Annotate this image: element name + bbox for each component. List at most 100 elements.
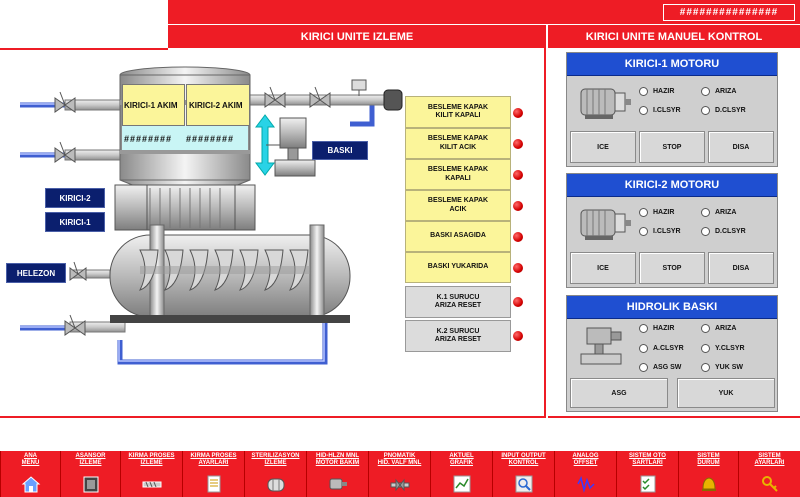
home-icon [21,476,40,493]
radio-icon [701,87,710,96]
radio-icon [701,363,710,372]
status-besleme-kapak-kapali: BESLEME KAPAK KAPALI [405,159,511,190]
hazir-label: HAZIR [653,209,675,216]
status-lamp [513,263,523,273]
hazir-label: HAZIR [653,88,675,95]
hazir-label: HAZIR [653,325,675,332]
ice-button[interactable]: ICE [570,131,636,163]
nav-input-output-kontrol[interactable]: INPUT OUTPUT KONTROL [492,451,554,497]
iclsyr-indicator: I.CLSYR [639,227,681,236]
ariza-label: ARIZA [715,209,737,216]
akim-value-1: ######## [124,134,173,144]
nav-aktuel-grafik[interactable]: AKTUEL GRAFIK [430,451,492,497]
nav-label: SISTEM OTO SARTLARI [629,453,666,466]
radio-icon [639,227,648,236]
nav-analog-offset[interactable]: ANALOG OFFSET [554,451,616,497]
asg-button[interactable]: ASG [570,378,668,408]
left-bottom-divider [0,416,546,418]
nav-label: ASANSOR IZLEME [75,453,106,466]
ariza-indicator: ARIZA [701,208,736,217]
panel-title: HIDROLIK BASKI [567,296,777,319]
valve-icon [54,86,331,336]
nav-label: HID-HLZN MNL MOTOR BAKIM [315,453,360,466]
stop-button[interactable]: STOP [639,131,705,163]
status-besleme-kapak-acik: BESLEME KAPAK ACIK [405,190,511,221]
iclsyr-label: I.CLSYR [653,228,681,235]
status-lamp [513,201,523,211]
motor-icon [329,478,347,490]
key-icon [761,476,778,492]
akim-display-1 [122,84,185,126]
nav-label: ANA MENU [21,453,40,466]
dclsyr-label: D.CLSYR [715,107,746,114]
ariza-indicator: ARIZA [701,324,736,333]
ariza-label: ARIZA [715,88,737,95]
search-icon [515,475,532,493]
asgsw-indicator: ASG SW [639,363,681,372]
dclsyr-indicator: D.CLSYR [701,106,746,115]
nav-label: INPUT OUTPUT KONTROL [501,453,546,466]
nav-sterilizasyon-izleme[interactable]: STERILIZASYON IZLEME [244,451,306,497]
bell-icon [701,477,716,491]
radio-icon [701,106,710,115]
iclsyr-indicator: I.CLSYR [639,106,681,115]
nav-kirma-proses-izleme[interactable]: KIRMA PROSES IZLEME [120,451,182,497]
nav-sistem-durum[interactable]: SISTEM DURUM [678,451,738,497]
manual-control-title: KIRICI UNITE MANUEL KONTROL [548,25,800,48]
nav-sistem-oto-sartlari[interactable]: SISTEM OTO SARTLARI [616,451,678,497]
disa-button[interactable]: DISA [708,131,774,163]
nav-sistem-ayarlari[interactable]: SISTEM AYARLARI [738,451,800,497]
radio-icon [701,324,710,333]
status-lamp [513,108,523,118]
akim-value-2: ######## [186,134,235,144]
hazir-indicator: HAZIR [639,324,674,333]
akim-label-1: KIRICI-1 AKIM [124,101,178,110]
panel-hidrolik-baski: HIDROLIK BASKI HAZIR ARIZA A.CLSYR Y.CLS… [566,295,778,412]
yuk-button[interactable]: YUK [677,378,775,408]
nav-label: ANALOG OFFSET [572,453,599,466]
nav-kirma-proses-ayarlari[interactable]: KIRMA PROSES AYARLARI [182,451,244,497]
yclsyr-label: Y.CLSYR [715,345,745,352]
page-title: KIRICI UNITE IZLEME [168,25,546,48]
aclsyr-indicator: A.CLSYR [639,344,684,353]
status-besleme-kilit-kapali: BESLEME KAPAK KILIT KAPALI [405,96,511,128]
panel-kirici2-motor: KIRICI-2 MOTORU HAZIR ARIZA I.CLSYR D.CL… [566,173,778,288]
panel-title: KIRICI-2 MOTORU [567,174,777,197]
panel-kirici1-motor: KIRICI-1 MOTORU HAZIR ARIZA I.CLSYR D.CL… [566,52,778,167]
yclsyr-indicator: Y.CLSYR [701,344,745,353]
k1-surucu-reset-button[interactable]: K.1 SURUCU ARIZA RESET [405,286,511,318]
press-icon [580,327,622,365]
nav-ana-menu[interactable]: ANA MENU [0,451,60,497]
monitor-area [0,48,546,418]
status-besleme-kilit-acik: BESLEME KAPAK KILIT ACIK [405,128,511,159]
nav-asansor-izleme[interactable]: ASANSOR IZLEME [60,451,120,497]
hazir-indicator: HAZIR [639,87,674,96]
ariza-label: ARIZA [715,325,737,332]
k2-surucu-reset-button[interactable]: K.2 SURUCU ARIZA RESET [405,320,511,352]
status-baski-asagida: BASKI ASAGIDA [405,221,511,252]
baski-label: BASKI [312,141,368,160]
hazir-indicator: HAZIR [639,208,674,217]
dclsyr-label: D.CLSYR [715,228,746,235]
blue-pipe [20,97,375,365]
nav-label: AKTUEL GRAFIK [449,453,474,466]
waveform-icon [576,475,595,493]
yuksw-indicator: YUK SW [701,363,743,372]
radio-icon [639,324,648,333]
akim-label-2: KIRICI-2 AKIM [189,101,243,110]
kirici2-label: KIRICI-2 [45,188,105,208]
nav-hid-hlzn-motor-bakim[interactable]: HID-HLZN MNL MOTOR BAKIM [306,451,368,497]
stop-button[interactable]: STOP [639,252,705,284]
nav-gap [0,418,800,451]
nav-label: SISTEM AYARLARI [754,453,785,466]
ice-button[interactable]: ICE [570,252,636,284]
radio-icon [639,208,648,217]
radio-icon [701,208,710,217]
status-baski-yukarida: BASKI YUKARIDA [405,252,511,283]
checklist-icon [640,475,655,493]
nav-pnomatik-hid-valf[interactable]: PNOMATIK HID. VALF MNL [368,451,430,497]
panel-title: KIRICI-1 MOTORU [567,53,777,76]
tank-icon [267,478,284,492]
disa-button[interactable]: DISA [708,252,774,284]
status-lamp [513,139,523,149]
